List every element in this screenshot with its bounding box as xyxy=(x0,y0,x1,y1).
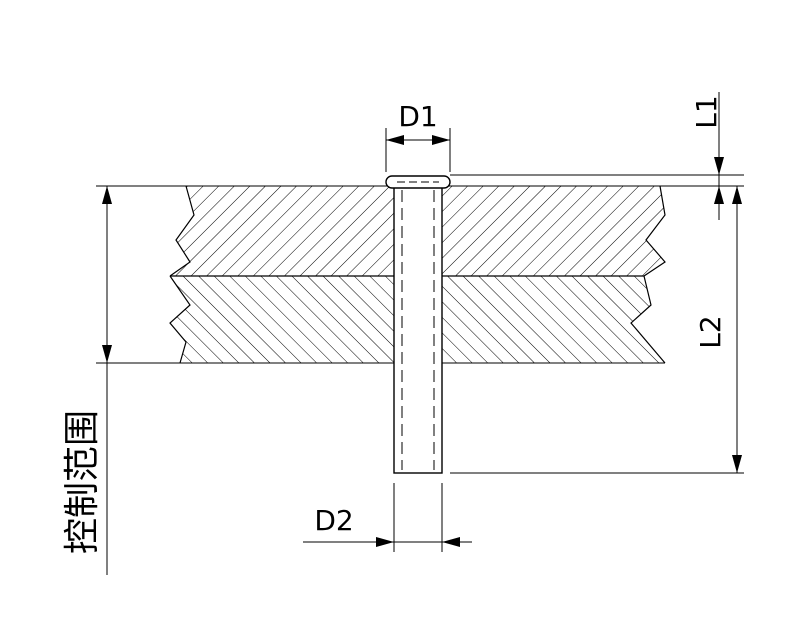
grip-range-label: 控制范围 xyxy=(62,410,103,554)
rivet-head xyxy=(385,175,451,189)
l1-label: L1 xyxy=(690,95,723,128)
grip-range-dimension: 控制范围 xyxy=(62,186,112,575)
d1-dimension: D1 xyxy=(385,100,451,172)
rivet xyxy=(385,175,451,474)
d1-label: D1 xyxy=(398,100,437,133)
l1-dimension: L1 xyxy=(450,92,744,220)
l2-dimension: L2 xyxy=(450,186,744,474)
d2-label: D2 xyxy=(314,504,353,537)
d2-dimension: D2 xyxy=(303,483,472,552)
l2-label: L2 xyxy=(694,315,727,348)
